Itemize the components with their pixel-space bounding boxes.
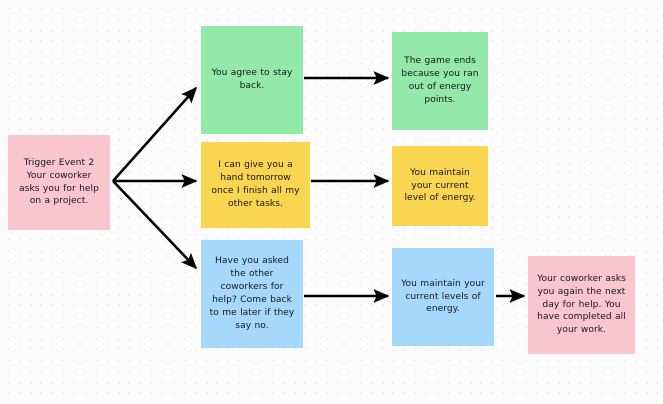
edge-trigger-to-ask-others [112, 180, 198, 270]
node-label: Trigger Event 2 Your coworker asks you f… [19, 157, 99, 207]
choice-ask-others-node[interactable]: Have you asked the other coworkers for h… [201, 240, 303, 348]
outcome-maintain-levels-node[interactable]: You maintain your current levels of ener… [392, 248, 494, 346]
outcome-game-ends-node[interactable]: The game ends because you ran out of ene… [392, 32, 488, 130]
edge-trigger-to-agree [112, 86, 198, 182]
node-label: You maintain your current levels of ener… [401, 278, 485, 315]
node-label: You agree to stay back. [211, 68, 293, 91]
node-label: I can give you a hand tomorrow once I fi… [211, 160, 300, 209]
node-label: You maintain your current level of energ… [404, 167, 476, 204]
choice-hand-tomorrow-node[interactable]: I can give you a hand tomorrow once I fi… [201, 142, 310, 228]
trigger-event-node[interactable]: Trigger Event 2 Your coworker asks you f… [8, 135, 110, 230]
choice-agree-node[interactable]: You agree to stay back. [201, 26, 303, 134]
outcome-maintain-level-node[interactable]: You maintain your current level of energ… [392, 146, 488, 226]
node-label: Have you asked the other coworkers for h… [209, 256, 295, 331]
node-label: The game ends because you ran out of ene… [401, 56, 479, 105]
node-label: Your coworker asks you again the next da… [537, 273, 626, 336]
outcome-asks-again-node[interactable]: Your coworker asks you again the next da… [528, 256, 635, 354]
